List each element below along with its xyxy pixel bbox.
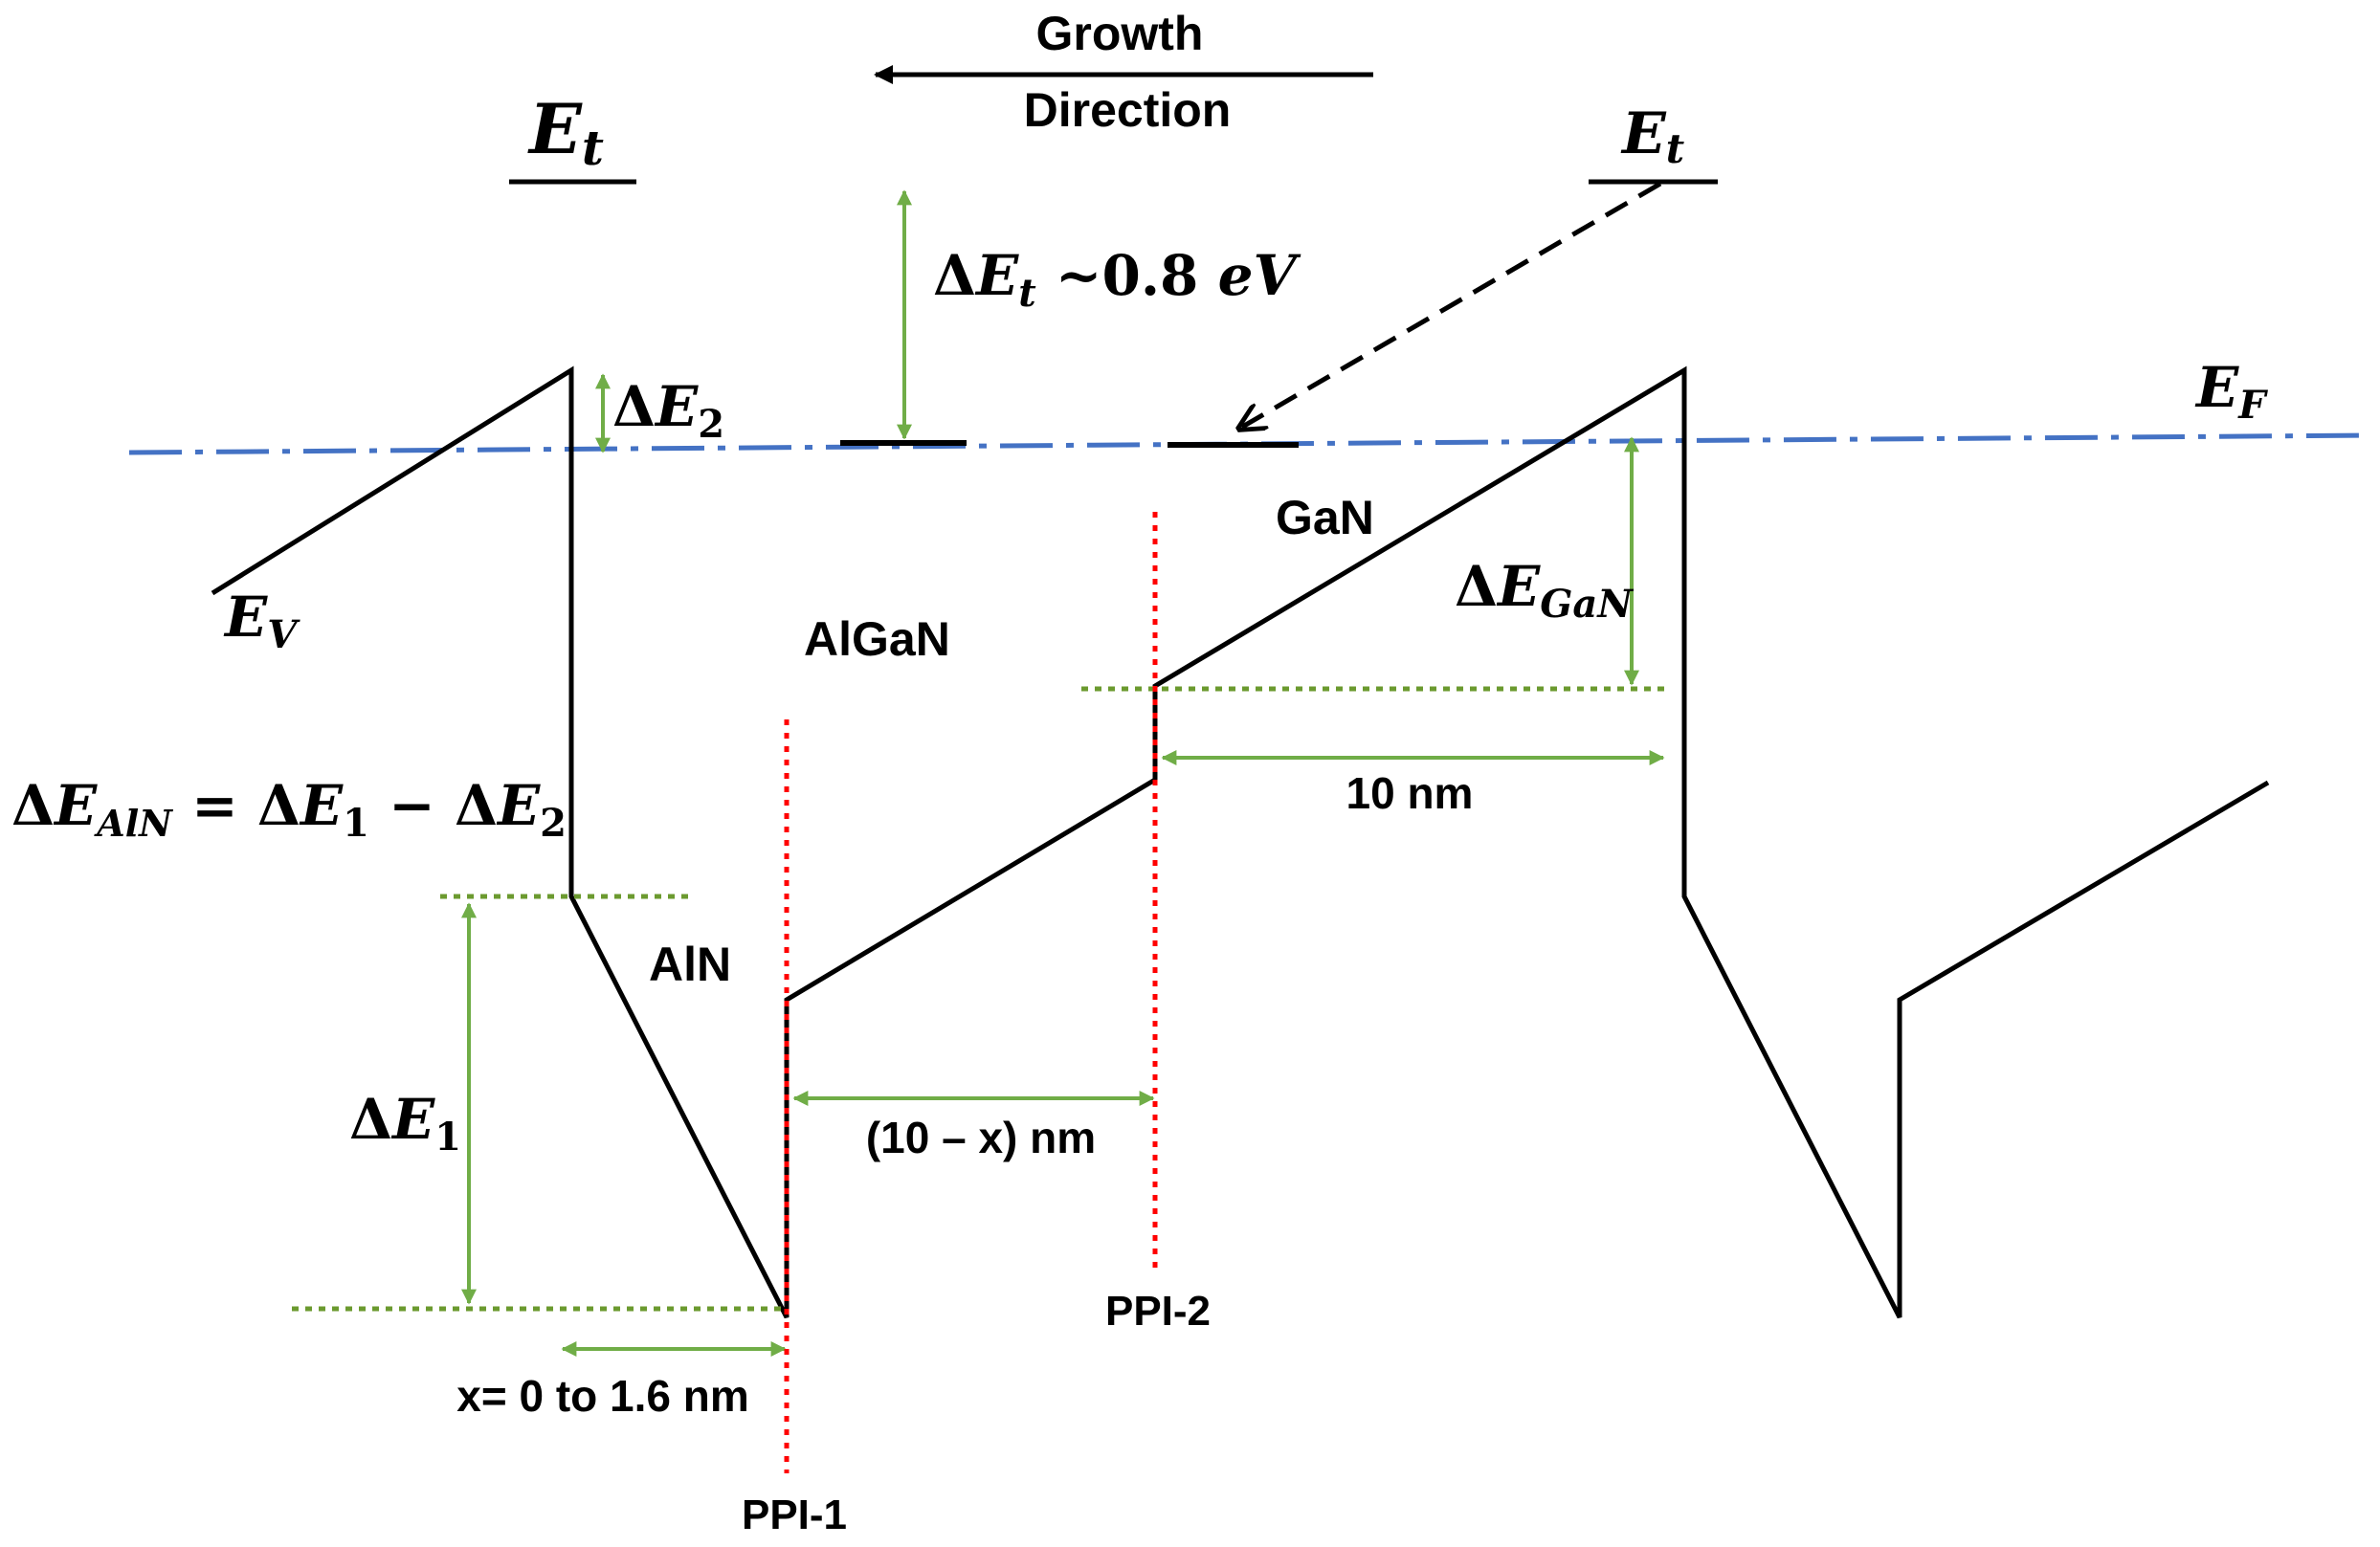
trap-level-right-label: Et xyxy=(1620,100,1684,172)
delta-egan-label: ΔEGaN xyxy=(1455,554,1634,627)
interface-label-ppi2: PPI-2 xyxy=(1105,1288,1211,1335)
growth-direction-label-line2: Direction xyxy=(1024,83,1232,137)
algan-width-label: (10 – x) nm xyxy=(866,1113,1096,1162)
valence-band-label: EV xyxy=(223,585,300,657)
trap-shift-dashed-arrow xyxy=(1239,181,1662,429)
delta-e1-label: ΔE1 xyxy=(349,1087,461,1160)
layer-label-aln: AlN xyxy=(649,938,731,991)
gan-width-label: 10 nm xyxy=(1346,768,1474,818)
delta-et-label: ΔEt ~0.8 eV xyxy=(933,243,1301,316)
interface-label-ppi1: PPI-1 xyxy=(742,1492,847,1538)
growth-direction-label-line1: Growth xyxy=(1036,7,1204,60)
fermi-level-line xyxy=(128,432,2372,455)
delta-e2-label: ΔE2 xyxy=(612,374,724,447)
fermi-level-label: EF xyxy=(2194,355,2268,428)
valence-band-edge xyxy=(211,365,2270,1319)
aln-width-label: x= 0 to 1.6 nm xyxy=(456,1371,749,1421)
trap-level-left-label: Et xyxy=(527,88,604,176)
layer-label-gan: GaN xyxy=(1276,491,1374,544)
layer-label-algan: AlGaN xyxy=(804,612,950,666)
aln-equation: ΔEAlN = ΔE1 − ΔE2 xyxy=(11,773,567,846)
